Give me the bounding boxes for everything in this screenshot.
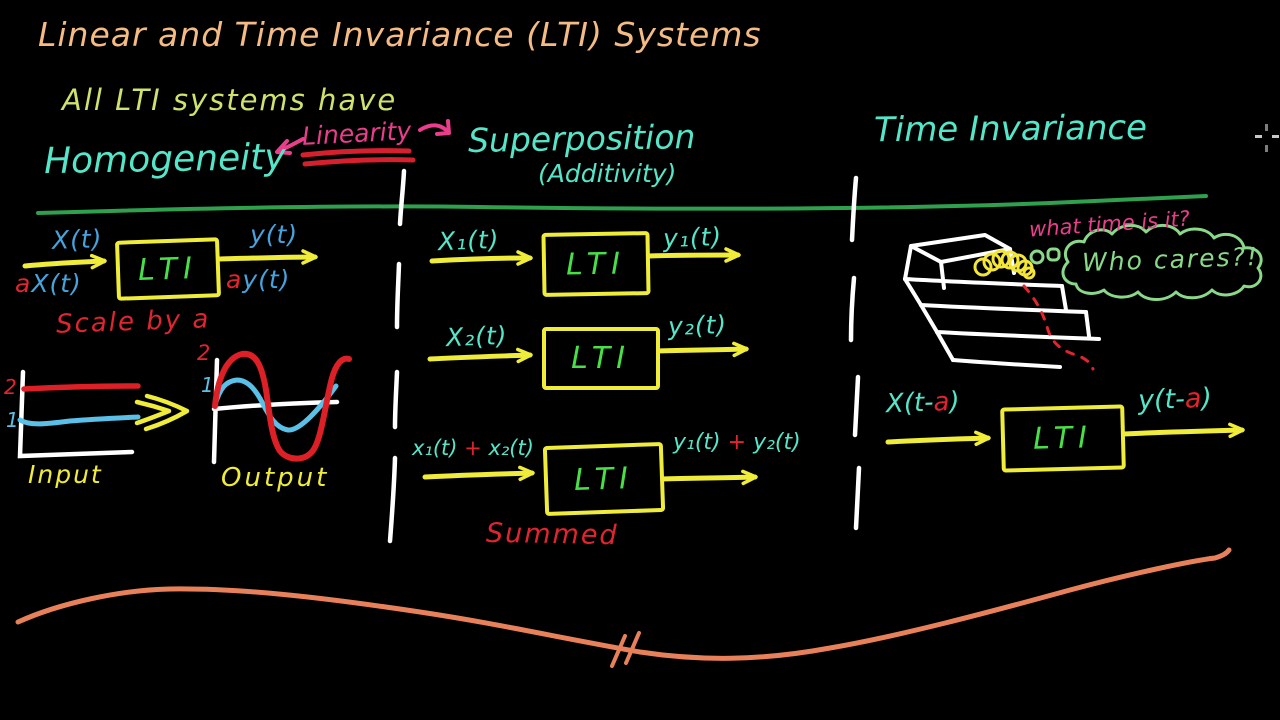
linearity-label: Linearity [301, 116, 412, 151]
block-arrows [22, 247, 1245, 486]
signal-a-x-of-t: aX(t) [15, 271, 82, 296]
slinky-sketch [973, 249, 1036, 280]
homogeneity-output-arrow [216, 249, 318, 265]
linearity-underline [300, 148, 416, 167]
y-shift-a: a [1184, 383, 1202, 415]
lti-box-superposition-3: LTI [542, 441, 666, 517]
signal-x1: X₁(t) [437, 224, 500, 257]
y-shift-post: ) [1200, 382, 1213, 415]
bottom-flourish-curve [15, 547, 1232, 668]
output-blue-sine [212, 377, 339, 433]
lti-box-superposition-2: LTI [542, 327, 660, 390]
slinky-path-dashed [1022, 284, 1095, 371]
lti-box-label: LTI [565, 245, 627, 283]
signal-y1: y₁(t) [662, 221, 723, 254]
output-graph-label: Output [221, 463, 330, 493]
superposition-row3-output-arrow [658, 469, 758, 486]
lti-box-homogeneity: LTI [114, 237, 222, 301]
green-rule-line [36, 194, 1208, 215]
superposition-row3-input-arrow [422, 465, 535, 482]
signal-y-t-minus-a: y(t-a) [1137, 382, 1213, 417]
input-graph-label: Input [28, 460, 103, 489]
lti-box-label: LTI [571, 341, 631, 376]
scale-factor-a-out: a [226, 265, 243, 294]
plus-sign-in: + [464, 436, 482, 460]
stairs-sketch [903, 233, 1101, 369]
superposition-row2-output-arrow [654, 341, 749, 358]
scaled-input-rest: X(t) [31, 269, 82, 298]
summed-input-expression: x₁(t) + x₂(t) [412, 438, 534, 459]
heading-superposition: Superposition [467, 117, 696, 160]
linearity-arrows [275, 119, 451, 155]
x-shift-a: a [933, 387, 950, 418]
thought-puffs [1029, 247, 1061, 265]
output-tick-1: 1 [201, 373, 214, 397]
lti-box-time-invariance: LTI [1000, 404, 1126, 473]
column-divider-left [387, 168, 407, 544]
signal-y1-small: y₁(t) [673, 430, 721, 455]
signal-y-of-t: y(t) [250, 220, 299, 249]
lti-box-superposition-1: LTI [541, 231, 651, 297]
heading-additivity: (Additivity) [538, 159, 677, 188]
heading-time-invariance: Time Invariance [873, 107, 1148, 151]
signal-x2: X₂(t) [445, 320, 508, 353]
input-red-line [21, 383, 141, 392]
time-invariance-output-arrow [1119, 422, 1245, 439]
page-subtitle: All LTI systems have [62, 83, 398, 117]
input-graph-axes [17, 369, 135, 459]
column-divider-right [848, 175, 862, 531]
summed-output-expression: y₁(t) + y₂(t) [673, 432, 801, 454]
lti-box-label: LTI [573, 460, 635, 498]
input-graph [17, 369, 141, 459]
implies-arrow [134, 393, 190, 432]
homogeneity-input-arrow [22, 253, 107, 270]
heading-homogeneity: Homogeneity [43, 136, 286, 183]
signal-a-y-of-t: ay(t) [226, 267, 290, 292]
output-graph [211, 350, 352, 465]
scale-factor-a: a [15, 269, 32, 298]
plus-sign-out: + [727, 430, 747, 455]
scale-by-a-note: Scale by a [55, 304, 211, 340]
output-tick-2: 2 [197, 341, 211, 365]
input-tick-2: 2 [4, 375, 17, 399]
superposition-row1-output-arrow [645, 247, 741, 263]
output-red-sine [212, 350, 352, 462]
input-blue-line [17, 414, 141, 427]
time-invariance-input-arrow [885, 430, 991, 447]
signal-y2: y₂(t) [667, 309, 728, 342]
signal-x-of-t: X(t) [51, 224, 103, 255]
signal-x-t-minus-a: X(t-a) [885, 386, 961, 420]
who-cares-answer: Who cares?! [1081, 241, 1260, 278]
y-shift-pre: y(t- [1137, 383, 1186, 417]
lti-box-label: LTI [137, 250, 199, 288]
signal-y2-small: y₂(t) [753, 430, 801, 455]
scaled-output-rest: y(t) [242, 265, 291, 294]
x-shift-post: ) [948, 386, 961, 418]
input-tick-1: 1 [6, 408, 19, 432]
signal-x2-small: x₂(t) [488, 436, 534, 460]
summed-note: Summed [485, 517, 619, 552]
page-title: Linear and Time Invariance (LTI) Systems [38, 15, 762, 54]
x-shift-pre: X(t- [885, 387, 935, 420]
superposition-row1-input-arrow [429, 250, 533, 266]
superposition-row2-input-arrow [427, 347, 533, 364]
lti-box-label: LTI [1032, 420, 1094, 457]
thought-cloud [1061, 224, 1263, 301]
signal-x1-small: x₁(t) [412, 436, 458, 460]
